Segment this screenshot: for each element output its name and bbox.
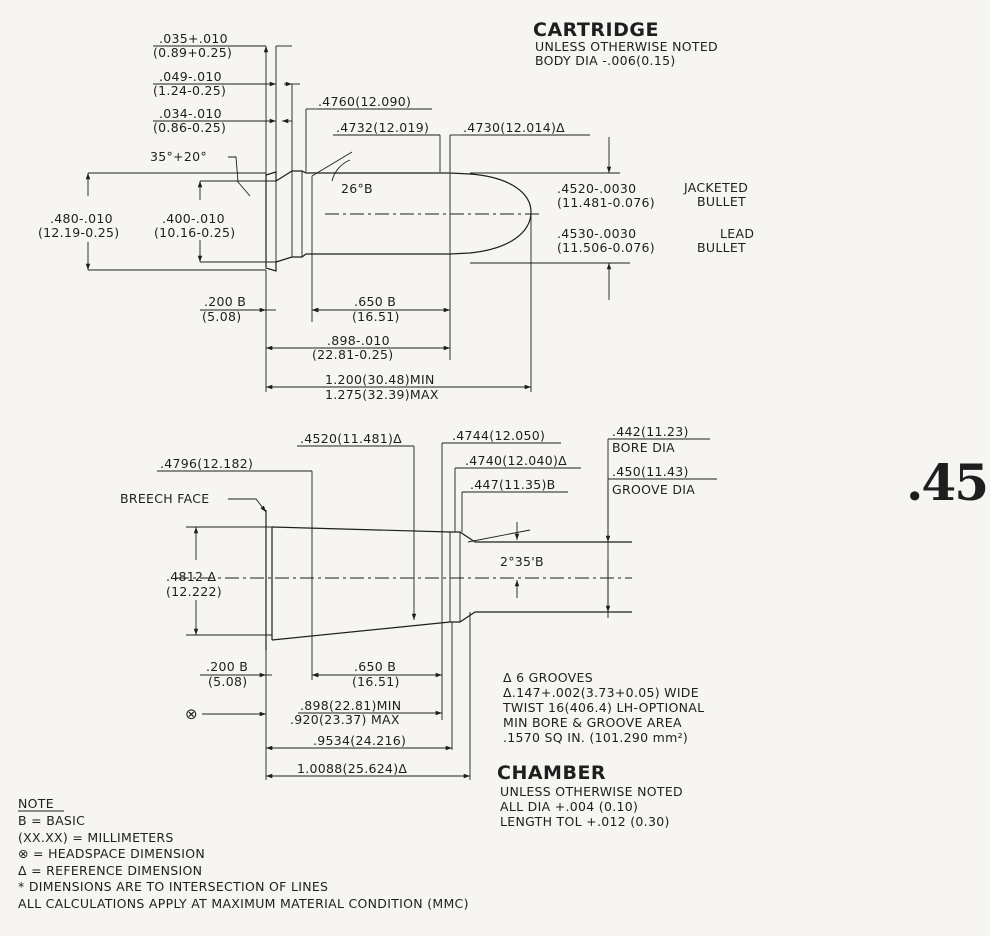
len-9534: .9534(24.216) — [313, 733, 406, 748]
bore-dia: .442(11.23) — [612, 424, 689, 439]
len-650-mm: (16.51) — [352, 309, 400, 324]
dia-447: .447(11.35)B — [470, 477, 556, 492]
chamber-note-2: ALL DIA +.004 (0.10) — [500, 799, 638, 814]
dia-4740: .4740(12.040)Δ — [465, 453, 567, 468]
ch-len-650-mm: (16.51) — [352, 674, 400, 689]
groove-width-mm: (1.24-0.25) — [153, 83, 226, 98]
chamber-note-1: UNLESS OTHERWISE NOTED — [500, 784, 683, 799]
note-line-4: Δ = REFERENCE DIMENSION — [18, 863, 202, 878]
jacketed-dia-in: .4520-.0030 — [557, 181, 636, 196]
groove-dia: .450(11.43) — [612, 464, 689, 479]
groove-dia-mm: (10.16-0.25) — [154, 225, 235, 240]
dia-4520: .4520(11.481)Δ — [300, 431, 402, 446]
lead-dia-in: .4530-.0030 — [557, 226, 636, 241]
rim-thickness-mm: (0.89+0.25) — [153, 45, 232, 60]
groove-depth-mm: (0.86-0.25) — [153, 120, 226, 135]
rifling-line-5: .1570 SQ IN. (101.290 mm²) — [503, 730, 688, 745]
caliber-label: .45 — [906, 453, 987, 512]
leade-angle: 2°35'B — [500, 554, 544, 569]
note-line-3: ⊗ = HEADSPACE DIMENSION — [18, 846, 205, 861]
len-10088: 1.0088(25.624)Δ — [297, 761, 407, 776]
groove-dia-label: GROOVE DIA — [612, 482, 695, 497]
rifling-line-2: Δ.147+.002(3.73+0.05) WIDE — [503, 685, 699, 700]
cartridge-note-1: UNLESS OTHERWISE NOTED — [535, 39, 718, 54]
rim-dia-mm: (12.19-0.25) — [38, 225, 119, 240]
cartridge-section: CARTRIDGE UNLESS OTHERWISE NOTED BODY DI… — [38, 19, 754, 402]
cartridge-note-2: BODY DIA -.006(0.15) — [535, 53, 676, 68]
headspace-max: .920(23.37) MAX — [290, 712, 400, 727]
chamber-title: CHAMBER — [497, 762, 606, 784]
ch-len-200-in: .200 B — [206, 659, 248, 674]
lead-dia-mm: (11.506-0.076) — [557, 240, 655, 255]
groove-width-in: .049-.010 — [159, 69, 222, 84]
jacketed-label-1: JACKETED — [683, 180, 748, 195]
chamber-note-3: LENGTH TOL +.012 (0.30) — [500, 814, 670, 829]
note-line-1: B = BASIC — [18, 813, 85, 828]
headspace-min: .898(22.81)MIN — [300, 698, 401, 713]
note-line-6: ALL CALCULATIONS APPLY AT MAXIMUM MATERI… — [18, 896, 469, 911]
groove-depth-in: .034-.010 — [159, 106, 222, 121]
rifling-line-3: TWIST 16(406.4) LH-OPTIONAL — [502, 700, 704, 715]
oal-max: 1.275(32.39)MAX — [325, 387, 439, 402]
rim-dia-in: .480-.010 — [50, 211, 113, 226]
lead-label-2: BULLET — [697, 240, 746, 255]
jacketed-label-2: BULLET — [697, 194, 746, 209]
oal-min: 1.200(30.48)MIN — [325, 372, 435, 387]
cartridge-title: CARTRIDGE — [533, 19, 659, 41]
rim-thickness-in: .035+.010 — [159, 31, 228, 46]
len-898-mm: (22.81-0.25) — [312, 347, 393, 362]
bore-dia-label: BORE DIA — [612, 440, 675, 455]
notes-block: NOTE B = BASIC (XX.XX) = MILLIMETERS ⊗ =… — [18, 796, 469, 911]
dia-4812-mm: (12.222) — [166, 584, 222, 599]
dia-4732: .4732(12.019) — [336, 120, 429, 135]
dia-4812-in: .4812 Δ — [166, 569, 217, 584]
breech-face-label: BREECH FACE — [120, 491, 209, 506]
notes-heading: NOTE — [18, 796, 54, 811]
dia-4760: .4760(12.090) — [318, 94, 411, 109]
shoulder-angle-26: 26°B — [341, 181, 373, 196]
dia-4730: .4730(12.014)Δ — [463, 120, 565, 135]
rifling-line-1: Δ 6 GROOVES — [503, 670, 593, 685]
len-200-mm: (5.08) — [202, 309, 241, 324]
len-200-in: .200 B — [204, 294, 246, 309]
ch-len-650-in: .650 B — [354, 659, 396, 674]
len-650-in: .650 B — [354, 294, 396, 309]
jacketed-dia-mm: (11.481-0.076) — [557, 195, 655, 210]
ch-len-200-mm: (5.08) — [208, 674, 247, 689]
dia-4796: .4796(12.182) — [160, 456, 253, 471]
dia-4744: .4744(12.050) — [452, 428, 545, 443]
groove-dia-in: .400-.010 — [162, 211, 225, 226]
note-line-2: (XX.XX) = MILLIMETERS — [18, 830, 174, 845]
rim-bevel-angle: 35°+20° — [150, 149, 207, 164]
note-line-5: * DIMENSIONS ARE TO INTERSECTION OF LINE… — [18, 879, 328, 894]
chamber-section: .4520(11.481)Δ .4744(12.050) .4740(12.04… — [120, 424, 717, 829]
headspace-symbol: ⊗ — [185, 705, 198, 723]
len-898-in: .898-.010 — [327, 333, 390, 348]
lead-label-1: LEAD — [720, 226, 754, 241]
cartridge-outline — [265, 170, 532, 272]
rifling-line-4: MIN BORE & GROOVE AREA — [503, 715, 682, 730]
